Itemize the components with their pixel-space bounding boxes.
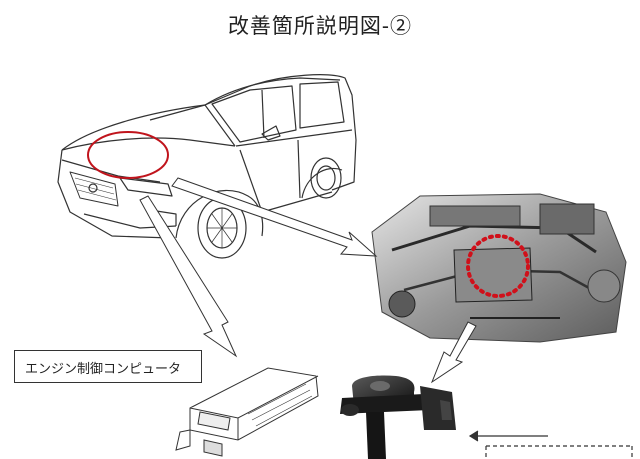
arrow-to-engine bbox=[171, 177, 378, 257]
engine-photo bbox=[362, 190, 630, 343]
page-title: 改善箇所説明図-② bbox=[227, 14, 413, 38]
hood-highlight-circle bbox=[87, 131, 169, 179]
arrow-to-sensor bbox=[430, 321, 477, 384]
ecu-illustration bbox=[175, 367, 319, 457]
ecu-label: エンジン制御コンピュータ bbox=[25, 362, 182, 377]
ecu-label-box: エンジン制御コンピュータ bbox=[14, 350, 202, 383]
car-illustration bbox=[57, 74, 357, 259]
sensor-illustration bbox=[340, 375, 456, 459]
arrow-to-ecu bbox=[139, 195, 238, 358]
sensor-location-circle bbox=[466, 234, 530, 298]
dashed-callout bbox=[468, 430, 633, 459]
